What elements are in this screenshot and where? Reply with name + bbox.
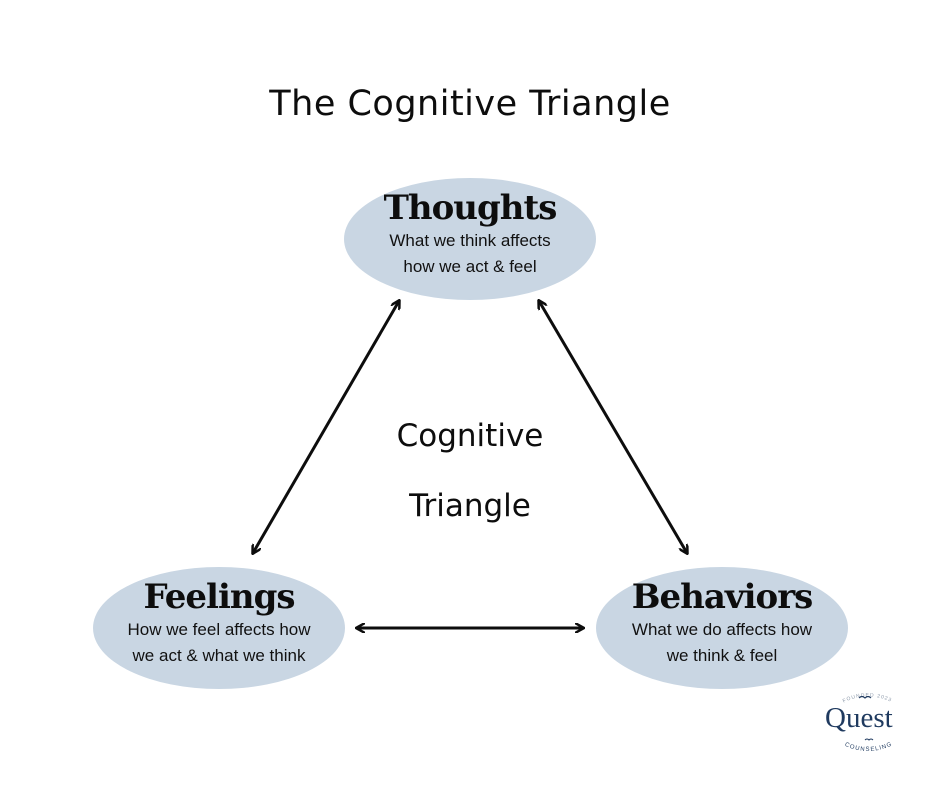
feelings-desc-line2: we act & what we think (132, 646, 306, 665)
arrow-thoughts-feelings (253, 301, 399, 553)
feelings-desc-line1: How we feel affects how (127, 620, 311, 639)
thoughts-title: Thoughts (383, 188, 558, 228)
center-label-line2: Triangle (409, 488, 531, 524)
bird-icon (864, 738, 874, 741)
behaviors-desc-line2: we think & feel (666, 646, 778, 665)
feelings-node: Feelings How we feel affects how we act … (93, 567, 345, 689)
svg-text:COUNSELING: COUNSELING (844, 741, 894, 753)
page-title: The Cognitive Triangle (269, 84, 671, 124)
logo-graphic: FOUNDED 2023 COUNSELING (842, 693, 894, 753)
thoughts-desc-line1: What we think affects (389, 231, 551, 250)
logo-established: FOUNDED 2023 (842, 693, 892, 705)
behaviors-title: Behaviors (631, 577, 814, 617)
arrow-thoughts-behaviors (539, 301, 687, 553)
quest-logo: FOUNDED 2023 COUNSELING Quest (815, 690, 915, 760)
thoughts-node: Thoughts What we think affects how we ac… (344, 178, 596, 300)
feelings-title: Feelings (143, 577, 295, 617)
bird-icon (858, 695, 872, 699)
svg-text:FOUNDED 2023: FOUNDED 2023 (842, 693, 893, 705)
behaviors-desc-line1: What we do affects how (631, 620, 813, 639)
logo-wordmark: Quest (825, 702, 893, 734)
thoughts-desc-line2: how we act & feel (403, 257, 537, 276)
center-label-line1: Cognitive (396, 418, 544, 454)
logo-tagline: COUNSELING (844, 741, 893, 753)
behaviors-node: Behaviors What we do affects how we thin… (596, 567, 848, 689)
